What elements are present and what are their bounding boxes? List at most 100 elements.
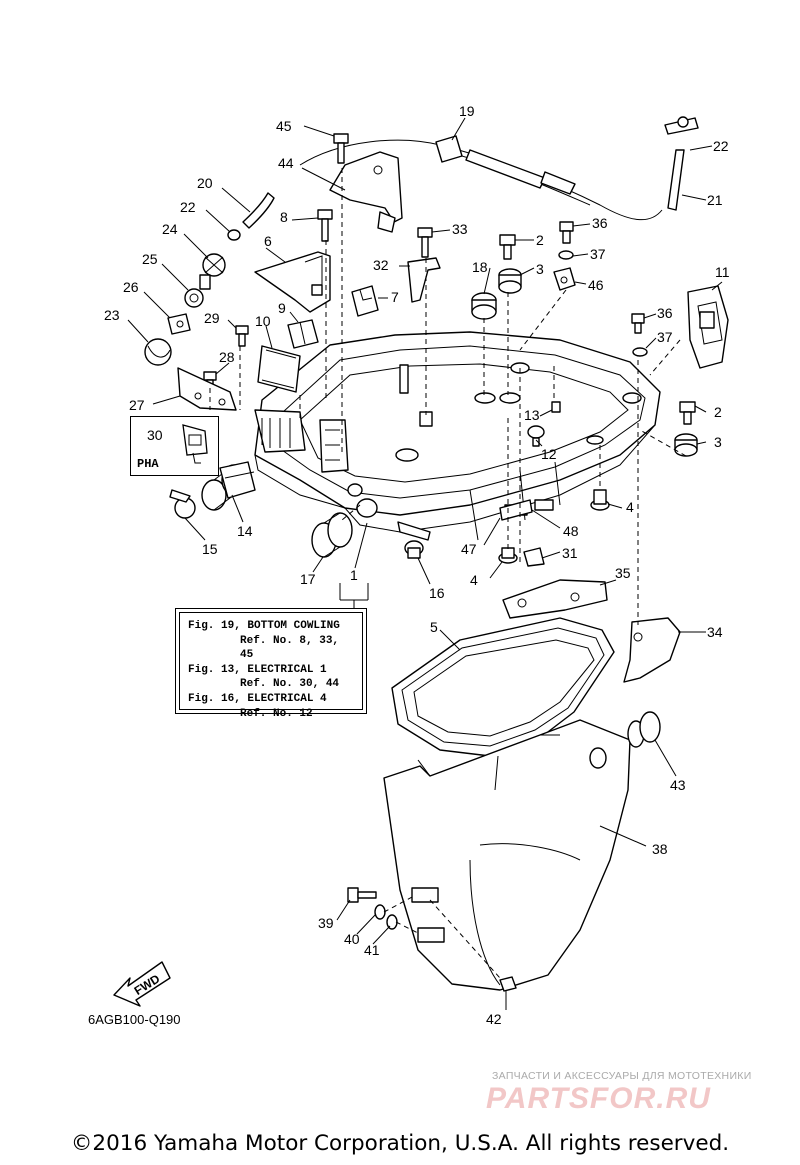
- grommet-14: [201, 461, 256, 511]
- bracket-6: [254, 251, 331, 313]
- lock-11: [687, 285, 729, 369]
- bracket-34: [623, 617, 681, 683]
- bolt-33: [417, 227, 433, 258]
- callout-3: 3: [714, 434, 722, 450]
- callout-29: 29: [204, 310, 220, 326]
- sensor-30-icon: [182, 424, 208, 464]
- callout-22: 22: [713, 138, 729, 154]
- bolt-39: [347, 887, 377, 903]
- hose-clamp-22-left: [227, 229, 241, 241]
- callout-30: 30: [147, 427, 163, 443]
- nut-42: [499, 976, 517, 992]
- callout-1: 1: [350, 567, 358, 583]
- gear-24: [199, 253, 226, 290]
- callout-4: 4: [626, 499, 634, 515]
- watermark-logo: PARTSFOR.RU: [486, 1082, 711, 1115]
- callout-35: 35: [615, 565, 631, 581]
- callout-3: 3: [536, 261, 544, 277]
- callout-45: 45: [276, 118, 292, 134]
- ref-note-title: Fig. 13, ELECTRICAL 1: [188, 663, 327, 676]
- callout-2: 2: [714, 404, 722, 420]
- callout-23: 23: [104, 307, 120, 323]
- callout-37: 37: [590, 246, 606, 262]
- callout-37: 37: [657, 329, 673, 345]
- callout-4: 4: [470, 572, 478, 588]
- nut-31: [523, 547, 545, 567]
- callout-42: 42: [486, 1011, 502, 1027]
- callout-24: 24: [162, 221, 178, 237]
- washer-40: [374, 904, 386, 920]
- callout-7: 7: [391, 289, 399, 305]
- callout-8: 8: [280, 209, 288, 225]
- callout-36: 36: [657, 305, 673, 321]
- clamp-32: [407, 257, 441, 303]
- callout-22: 22: [180, 199, 196, 215]
- callout-9: 9: [278, 300, 286, 316]
- ref-note-refs: Ref. No. 30, 44: [240, 678, 340, 691]
- bolt-36-upper: [559, 221, 574, 244]
- bracket-44: [329, 151, 403, 233]
- bracket-47-48: [499, 499, 533, 521]
- callout-6: 6: [264, 233, 272, 249]
- callout-27: 27: [129, 397, 145, 413]
- callout-numbers: 45 19 22 21 44 20 22 8 33 36 2 37 6 24 3…: [104, 103, 730, 1027]
- clip-46: [553, 267, 576, 291]
- callout-19: 19: [459, 103, 475, 119]
- ref-note-refs: Ref. No. 8, 33, 45: [240, 634, 340, 662]
- callout-46: 46: [588, 277, 604, 293]
- washer-37-right: [632, 347, 648, 357]
- watermark-tagline: ЗАПЧАСТИ И АКСЕССУАРЫ ДЛЯ МОТОТЕХНИКИ: [492, 1070, 752, 1082]
- ref-note-title: Fig. 16, ELECTRICAL 4: [188, 692, 327, 705]
- callout-28: 28: [219, 349, 235, 365]
- bolt-8: [317, 209, 333, 242]
- callout-25: 25: [142, 251, 158, 267]
- knob-25: [184, 288, 204, 308]
- callout-32: 32: [373, 257, 389, 273]
- ref-note-title: Fig. 19, BOTTOM COWLING: [188, 620, 340, 632]
- callout-17: 17: [300, 571, 316, 587]
- washer-37-upper: [558, 250, 574, 260]
- grommet-3-right: [674, 433, 698, 457]
- callout-34: 34: [707, 624, 723, 640]
- bolt-29: [235, 325, 249, 347]
- callout-10: 10: [255, 313, 271, 329]
- callout-33: 33: [452, 221, 468, 237]
- retainer-26: [167, 313, 191, 335]
- pad-10: [257, 345, 301, 393]
- callout-31: 31: [562, 545, 578, 561]
- clip-7: [351, 285, 379, 317]
- pha-label: PHA: [137, 457, 159, 471]
- grommet-3-upper: [498, 268, 522, 294]
- bracket-27: [177, 367, 237, 411]
- screw-13: [551, 401, 561, 413]
- callout-39: 39: [318, 915, 334, 931]
- screw-12: [527, 425, 545, 447]
- hose-20: [242, 192, 275, 229]
- grommet-17: [311, 512, 353, 558]
- collar-4-lower: [498, 547, 518, 564]
- callout-36: 36: [592, 215, 608, 231]
- callout-48: 48: [563, 523, 579, 539]
- callout-20: 20: [197, 175, 213, 191]
- pha-inset: PHA: [130, 416, 219, 476]
- bolt-2-right: [679, 401, 696, 425]
- fwd-arrow: FWD: [113, 961, 171, 1007]
- drawing-code: 6AGB100-Q190: [88, 1012, 181, 1027]
- bracket-35: [502, 579, 608, 619]
- callout-15: 15: [202, 541, 218, 557]
- callout-47: 47: [461, 541, 477, 557]
- bolt-45: [333, 133, 349, 164]
- callout-14: 14: [237, 523, 253, 539]
- callout-38: 38: [652, 841, 668, 857]
- tie-15: [169, 489, 196, 519]
- rubber-seal-5: [391, 617, 615, 757]
- bolt-2-upper: [499, 234, 516, 260]
- callout-21: 21: [707, 192, 723, 208]
- callout-44: 44: [278, 155, 294, 171]
- leader-lines: [127, 117, 723, 1010]
- collar-4-right: [590, 489, 610, 511]
- grommet-16: [397, 521, 431, 559]
- callout-41: 41: [364, 942, 380, 958]
- bolt-36-right: [631, 313, 645, 334]
